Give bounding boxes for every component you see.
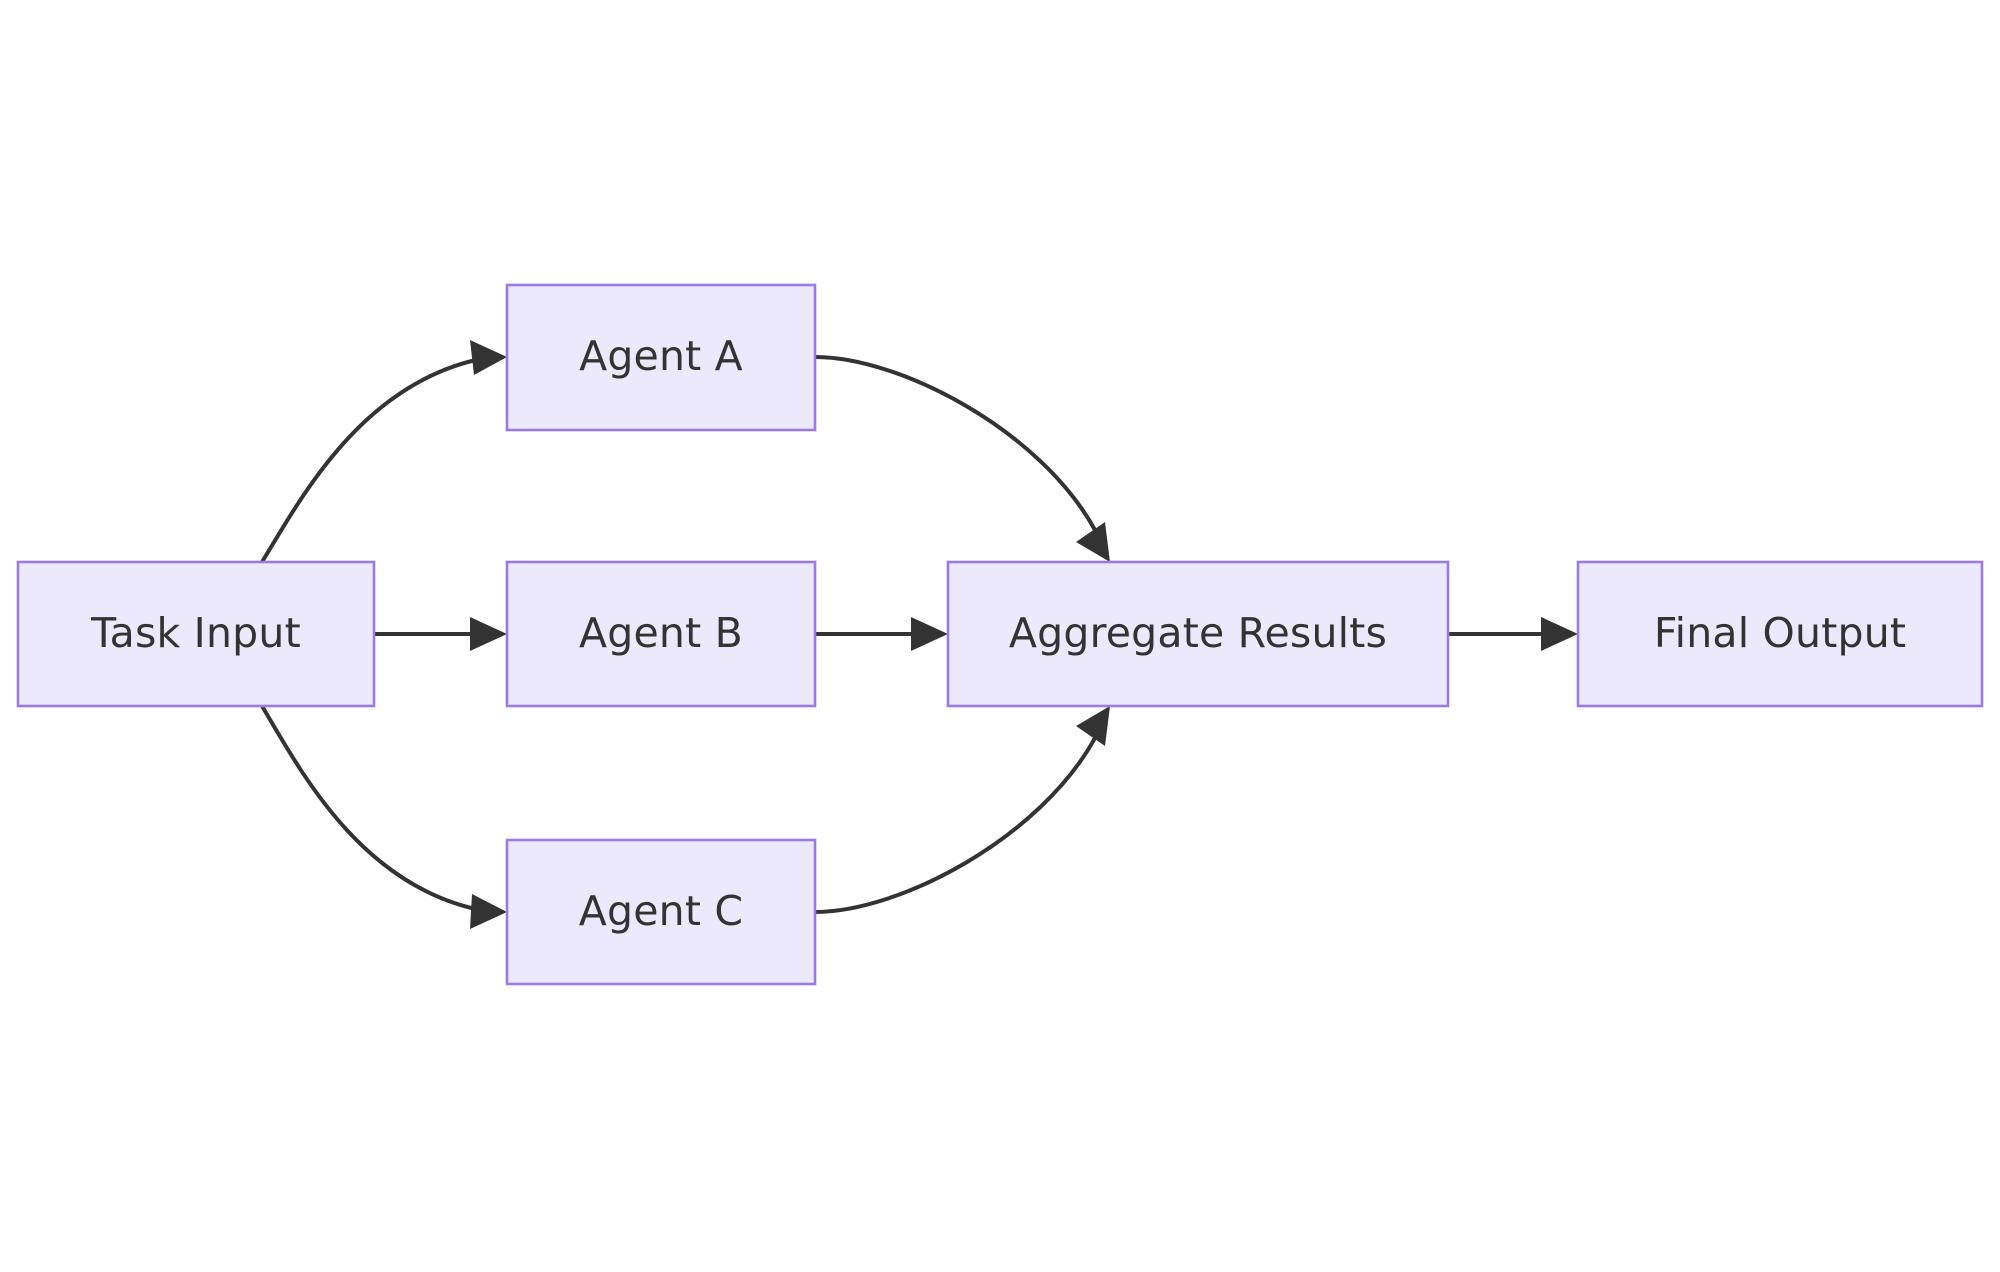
arrow-head-icon bbox=[1076, 522, 1110, 562]
node-label: Task Input bbox=[90, 609, 301, 657]
arrow-head-icon bbox=[1541, 617, 1578, 651]
edge-task-input-to-agent-b[interactable] bbox=[374, 617, 507, 651]
node-box bbox=[16, 560, 376, 708]
edge-agent-b-to-aggregate-results[interactable] bbox=[815, 617, 948, 651]
node-label: Agent A bbox=[579, 332, 743, 380]
edge-path bbox=[814, 355, 1097, 531]
node-box bbox=[505, 560, 817, 708]
arrow-head-icon bbox=[470, 894, 507, 929]
edge-path bbox=[814, 737, 1097, 914]
arrow-head-icon bbox=[1076, 706, 1110, 746]
node-aggregate-results[interactable]: Aggregate Results bbox=[946, 560, 1450, 708]
node-box bbox=[946, 560, 1450, 708]
node-final-output[interactable]: Final Output bbox=[1576, 560, 1984, 708]
node-agent-b[interactable]: Agent B bbox=[505, 560, 817, 708]
edge-agent-c-to-aggregate-results[interactable] bbox=[814, 706, 1110, 914]
node-agent-a[interactable]: Agent A bbox=[505, 283, 817, 432]
edge-path bbox=[260, 357, 481, 564]
edge-agent-a-to-aggregate-results[interactable] bbox=[814, 355, 1110, 562]
edge-task-input-to-agent-c[interactable] bbox=[260, 704, 507, 929]
node-label: Agent B bbox=[579, 609, 743, 657]
arrow-head-icon bbox=[911, 617, 948, 651]
edge-layer bbox=[260, 340, 1578, 929]
node-layer: Task Input Agent A Agent B Agent C Aggre… bbox=[16, 283, 1984, 986]
node-label: Agent C bbox=[579, 887, 743, 935]
arrow-head-icon bbox=[470, 340, 507, 375]
node-agent-c[interactable]: Agent C bbox=[505, 838, 817, 986]
arrow-head-icon bbox=[470, 617, 507, 651]
edge-path bbox=[260, 704, 481, 912]
node-task-input[interactable]: Task Input bbox=[16, 560, 376, 708]
node-box bbox=[505, 838, 817, 986]
node-box bbox=[505, 283, 817, 432]
node-label: Aggregate Results bbox=[1009, 609, 1387, 657]
node-label: Final Output bbox=[1654, 609, 1906, 657]
edge-task-input-to-agent-a[interactable] bbox=[260, 340, 507, 564]
edge-aggregate-results-to-final-output[interactable] bbox=[1448, 617, 1578, 651]
node-box bbox=[1576, 560, 1984, 708]
